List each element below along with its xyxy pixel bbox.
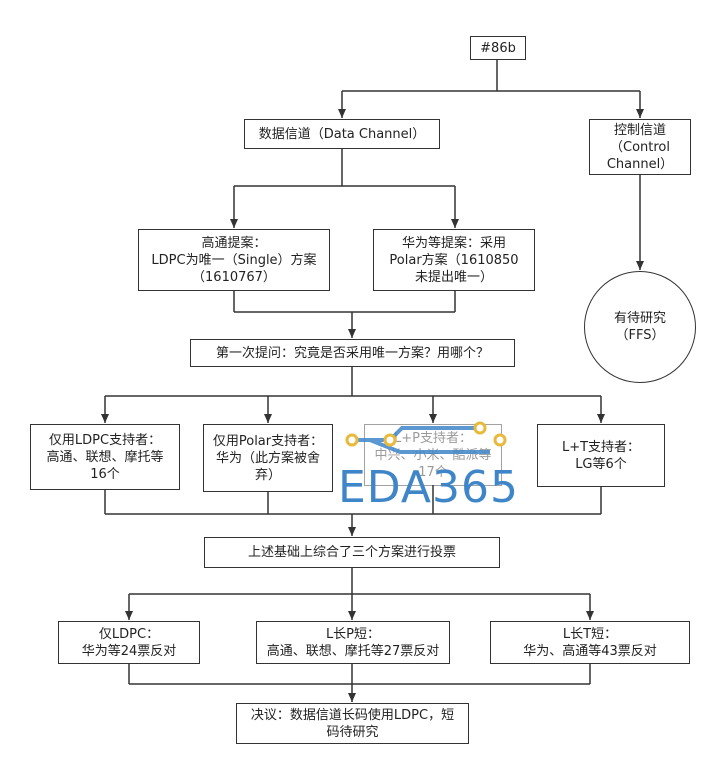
- first-question-node: 第一次提问：究竟是否采用唯一方案？用哪个？: [190, 339, 515, 367]
- vote-ldpc-only-node: 仅LDPC： 华为等24票反对: [58, 621, 200, 664]
- vote-lt-node: L长T短： 华为、高通等43票反对: [490, 621, 690, 664]
- resolution-node: 决议：数据信道长码使用LDPC，短 码待研究: [236, 703, 469, 744]
- vote-lp-node: L长P短： 高通、联想、摩托等27票反对: [256, 621, 450, 664]
- qualcomm-proposal-node: 高通提案： LDPC为唯一（Single）方案 （1610767）: [138, 229, 330, 291]
- ldpc-only-supporters-node: 仅用LDPC支持者： 高通、联想、摩托等 16个: [30, 424, 180, 490]
- polar-only-supporters-node: 仅用Polar支持者： 华为（此方案被舍 弃）: [203, 424, 333, 492]
- huawei-proposal-node: 华为等提案：采用 Polar方案（1610850 未提出唯一）: [373, 229, 535, 291]
- ffs-circle-node: 有待研究 （FFS）: [584, 271, 696, 383]
- data-channel-node: 数据信道（Data Channel）: [244, 119, 440, 149]
- watermark-circuit-icon: [345, 421, 507, 454]
- lt-supporters-node: L+T支持者： LG等6个: [537, 424, 665, 487]
- vote-intro-node: 上述基础上综合了三个方案进行投票: [204, 537, 500, 568]
- root-node: #86b: [470, 36, 526, 60]
- watermark-text: EDA365: [338, 462, 519, 513]
- control-channel-node: 控制信道 （Control Channel）: [589, 119, 691, 175]
